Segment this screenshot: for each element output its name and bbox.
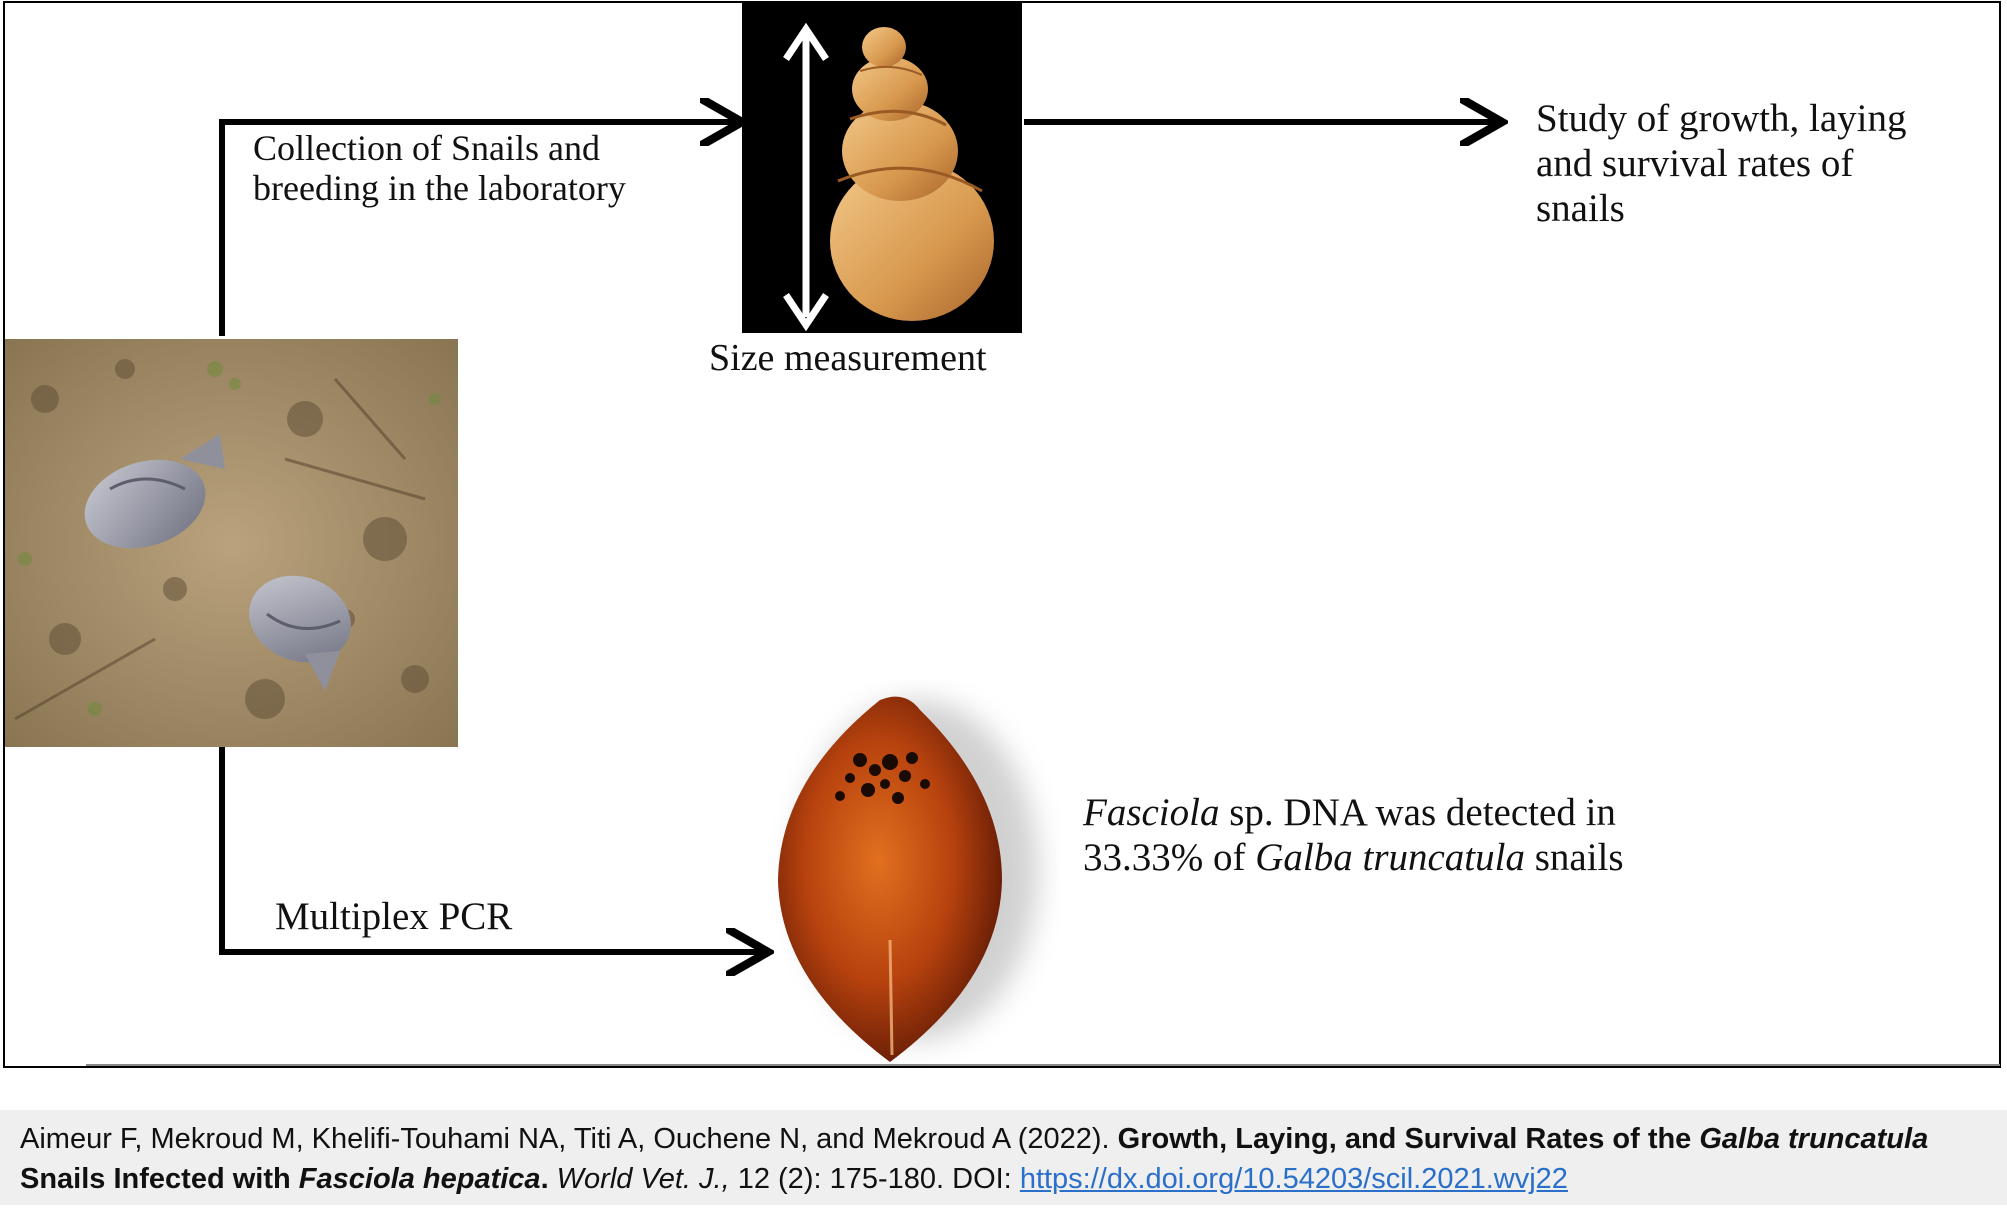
citation-volume: 12 (2): 175-180. DOI:: [729, 1163, 1020, 1195]
citation-authors: Aimeur F, Mekroud M, Khelifi-Touhami NA,…: [20, 1123, 1118, 1155]
size-measurement-label: Size measurement: [709, 337, 987, 379]
snail-shell-2: [249, 575, 351, 691]
size-arrow: [783, 22, 829, 332]
result-line-2: 33.33% of Galba truncatula snails: [1083, 835, 1624, 880]
study-line-1: Study of growth, laying: [1536, 97, 1907, 140]
collection-arrow: [219, 122, 736, 336]
citation-title-a: Growth, Laying, and Survival Rates of th…: [1117, 1123, 1700, 1155]
result-species: Galba truncatula: [1255, 836, 1525, 879]
result-genus: Fasciola: [1083, 791, 1220, 834]
pcr-arrow: [219, 746, 762, 952]
doi-link[interactable]: https://dx.doi.org/10.54203/scil.2021.wv…: [1019, 1163, 1568, 1195]
shell-size-photo: [742, 1, 1022, 333]
citation-title-end: .: [540, 1163, 549, 1195]
fasciola-fluke-image: [778, 696, 1038, 1062]
study-line-2: and survival rates of: [1536, 142, 1854, 185]
citation-box: Aimeur F, Mekroud M, Khelifi-Touhami NA,…: [0, 1110, 2007, 1205]
field-snails-photo: [5, 339, 458, 747]
result-line-1: Fasciola sp. DNA was detected in: [1083, 790, 1624, 835]
result-line1-rest: sp. DNA was detected in: [1219, 791, 1616, 834]
result-line2-pre: 33.33% of: [1083, 836, 1256, 879]
flow-connectors: [86, 0, 2000, 1066]
collection-line-1: Collection of Snails and: [253, 128, 600, 168]
result-line2-post: snails: [1524, 836, 1624, 879]
snail-shell-1: [84, 434, 225, 549]
result-label: Fasciola sp. DNA was detected in 33.33% …: [1083, 790, 1624, 880]
citation-title: Growth, Laying, and Survival Rates of th…: [20, 1123, 1936, 1195]
citation-title-species: Galba truncatula: [1699, 1123, 1929, 1155]
citation-title-parasite: Fasciola hepatica: [298, 1163, 541, 1195]
citation-title-b: Snails Infected with: [20, 1123, 1937, 1195]
study-label: Study of growth, laying and survival rat…: [1536, 96, 1906, 231]
collection-label: Collection of Snails and breeding in the…: [253, 128, 626, 208]
citation-journal: World Vet. J.,: [548, 1163, 730, 1195]
collection-line-2: breeding in the laboratory: [253, 168, 626, 208]
study-line-3: snails: [1536, 187, 1625, 230]
multiplex-pcr-label: Multiplex PCR: [275, 895, 513, 938]
